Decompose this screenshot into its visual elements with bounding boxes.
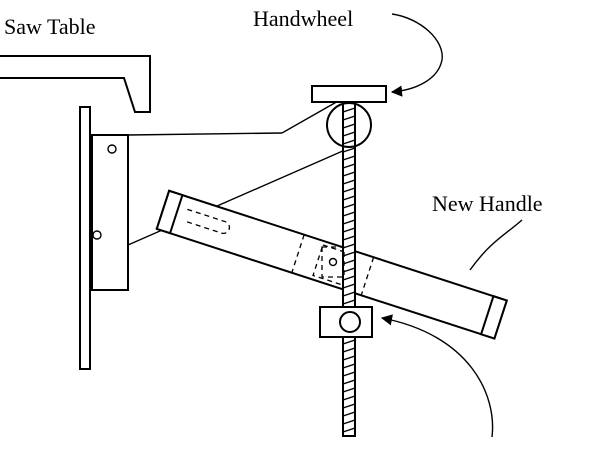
handwheel-label: Handwheel [253, 6, 354, 31]
bracket-hole-top [107, 144, 117, 154]
saw-table-label: Saw Table [4, 14, 96, 39]
bracket-hole-bottom [92, 230, 102, 240]
rod-hole-block [321, 246, 345, 278]
bracket [91, 134, 129, 291]
handwheel-arrow [390, 13, 443, 97]
handwheel-collar [326, 102, 372, 148]
rod-hole [328, 257, 338, 267]
handle-slot [183, 208, 231, 235]
new-handle-label: New Handle [432, 191, 543, 216]
mounting-plate [79, 106, 91, 370]
handle-end-cap [155, 189, 184, 235]
saw-table-outline [0, 55, 151, 113]
handwheel [311, 85, 387, 103]
handle-end-cap-right [479, 294, 509, 340]
upper-link-diagonal [281, 99, 341, 134]
clamp-arrow [380, 314, 494, 438]
clamp-block [319, 306, 373, 338]
handle-hidden-line-2 [360, 257, 375, 296]
clamp-bolt [339, 311, 361, 333]
handle-hidden-line-1 [291, 234, 305, 273]
new-handle-callout [469, 219, 523, 271]
upper-link-line [127, 132, 283, 136]
